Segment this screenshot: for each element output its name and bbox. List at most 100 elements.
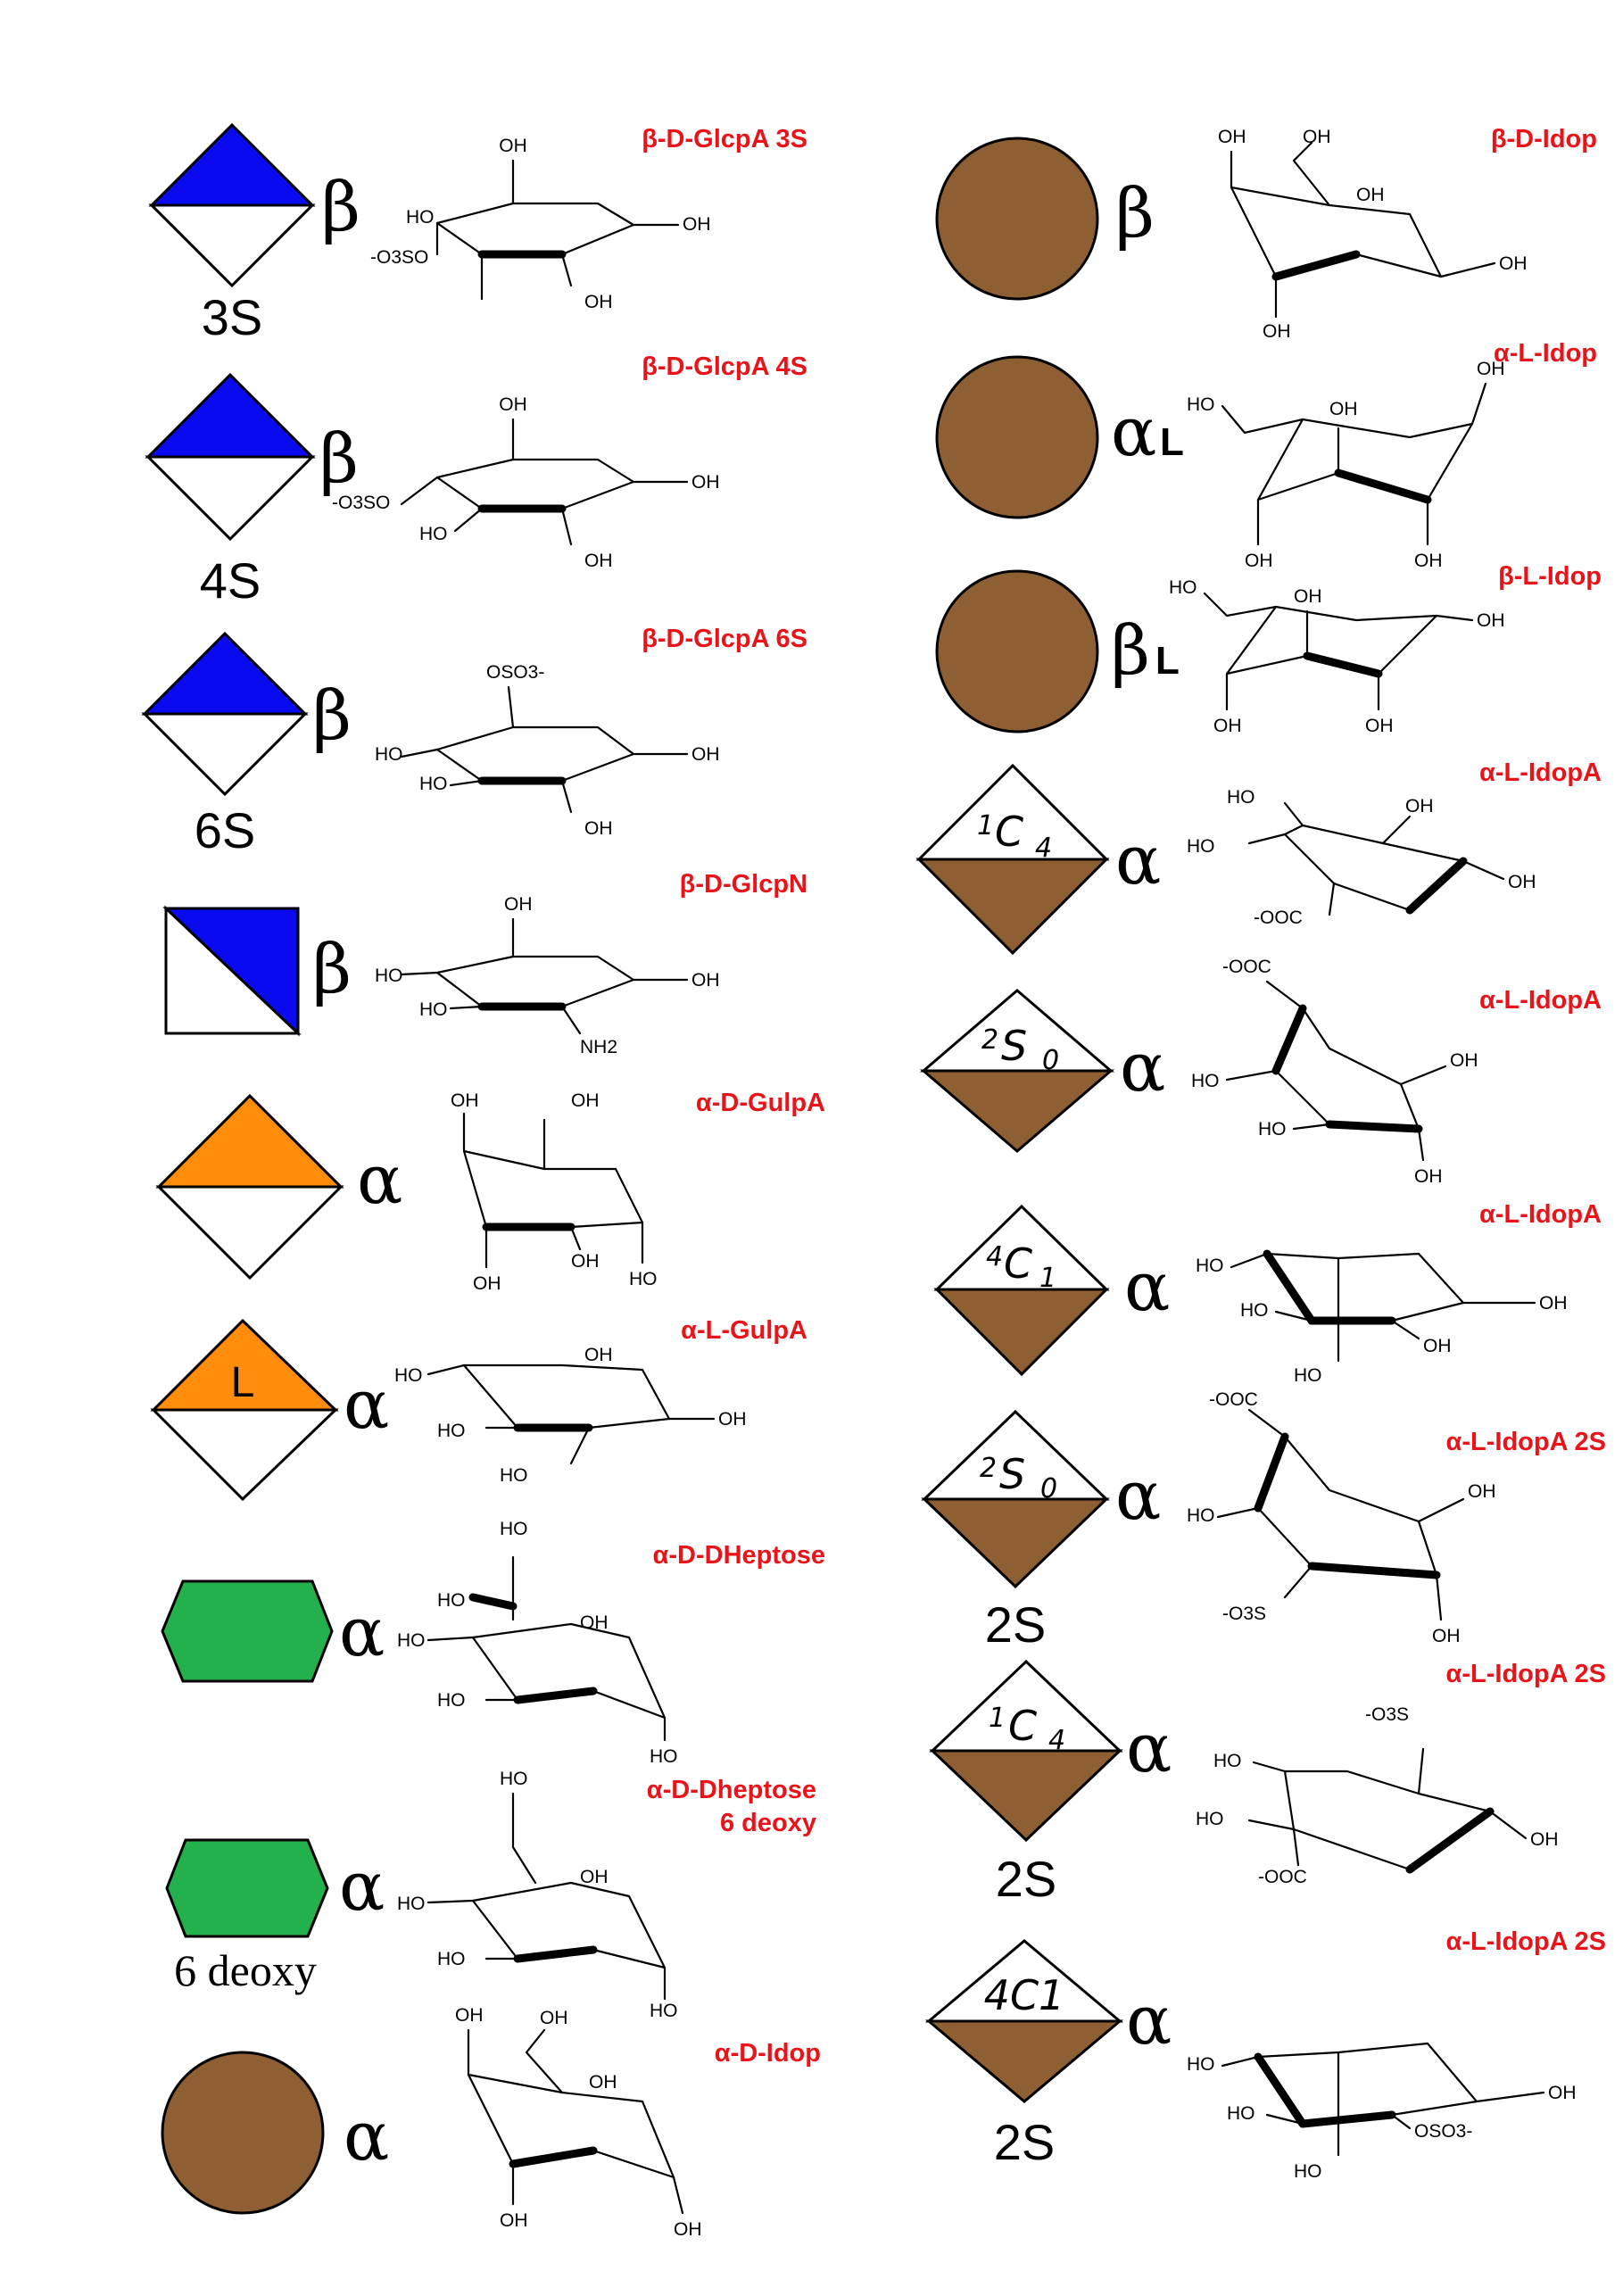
symbol-sublabel: 2S: [996, 1851, 1057, 1907]
conformation-superscript: 4: [986, 1241, 1003, 1272]
group-label: HO: [1240, 1300, 1269, 1321]
group-label: HO: [650, 1746, 678, 1767]
group-label: HO: [437, 1590, 466, 1611]
group-label: OH: [1432, 1626, 1461, 1646]
diamond-half-brown-symbol: 4C1: [924, 1939, 1124, 2103]
entry-title: β-D-GlcpA 6S: [642, 625, 807, 653]
group-label: OH: [540, 2008, 568, 2028]
conformation-superscript: 2: [980, 1453, 997, 1484]
conformation-superscript: 1: [989, 1703, 1006, 1734]
entry-title: α-L-IdopA 2S: [1446, 1660, 1606, 1688]
entry-idop-alpha-l: α-L-Idop α L HO OH OH OH OH: [935, 339, 1597, 571]
anomer-label: β: [321, 167, 360, 246]
anomer-label: β: [319, 419, 359, 498]
group-label: OH: [1303, 127, 1331, 147]
conformation-letter: C: [1004, 1239, 1032, 1288]
group-label: OH: [584, 551, 613, 571]
entry-title: β-D-Idop: [1491, 125, 1597, 153]
group-label: OH: [1329, 399, 1358, 419]
entry-idop-beta-l: β-L-Idop β L HO OH OH OH OH: [935, 562, 1602, 736]
entry-dheptose-6deoxy: α-D-Dheptose 6 deoxy α 6 deoxy HO OH HO …: [165, 1769, 816, 2021]
anomer-label: β: [1111, 610, 1150, 690]
anomer-label: α: [1115, 820, 1161, 899]
group-label: OH: [1218, 127, 1246, 147]
group-label: HO: [650, 2001, 678, 2021]
symbol-sublabel: 6S: [195, 802, 256, 858]
entry-glcpa-3s: β-D-GlcpA 3S β 3S OH HO -O3SO OH OH: [148, 122, 807, 345]
group-label: HO: [1294, 2161, 1322, 2182]
circle-brown-symbol: [935, 137, 1099, 301]
group-label: HO: [406, 207, 435, 228]
anomer-label: α: [339, 1592, 385, 1671]
group-label: OH: [674, 2219, 702, 2240]
entry-idop-beta-d: β-D-Idop β OH OH OH OH OH: [935, 125, 1597, 342]
group-label: OH: [1213, 716, 1242, 736]
chemical-structure: -O3S HO HO -OOC OH: [1196, 1704, 1559, 1887]
symbol-sublabel: 2S: [994, 2114, 1056, 2170]
entry-title: α-L-GulpA: [681, 1316, 807, 1345]
anomer-label: β: [312, 929, 352, 1008]
group-label: OH: [1477, 359, 1505, 379]
group-label: HO: [1187, 394, 1215, 415]
entry-title: α-L-IdopA: [1479, 986, 1602, 1015]
conformation-superscript: 2: [981, 1024, 998, 1056]
group-label: HO: [419, 524, 448, 544]
entry-title: α-L-IdopA 2S: [1446, 1428, 1606, 1456]
group-label: -OOC: [1222, 957, 1271, 977]
entry-title: α-L-Idop: [1494, 339, 1597, 368]
group-label: HO: [1187, 836, 1215, 857]
entry-title: α-L-IdopA: [1479, 758, 1602, 787]
group-label: OH: [1423, 1336, 1452, 1356]
diamond-half-blue-symbol: [145, 372, 316, 542]
diamond-half-orange-symbol: [155, 1093, 344, 1281]
group-label: OH: [1294, 586, 1322, 607]
diamond-half-brown-symbol: 2 S 0: [919, 989, 1115, 1153]
anomer-label: α: [1124, 1247, 1170, 1326]
chemical-structure: HO HO OH OH HO: [394, 1345, 747, 1486]
group-label: OH: [473, 1273, 501, 1294]
group-label: OH: [584, 1345, 613, 1365]
symbol-sublabel: 2S: [985, 1596, 1047, 1653]
group-label: NH2: [580, 1037, 617, 1057]
entry-title: β-D-GlcpA 4S: [642, 352, 807, 381]
conformation-letter: C: [995, 808, 1023, 856]
anomer-label: α: [344, 1364, 389, 1444]
group-label: HO: [437, 1421, 466, 1441]
chemical-structure: OH HO -O3SO OH OH: [370, 136, 711, 312]
group-label: OH: [451, 1090, 479, 1111]
chemical-structure: OH HO HO NH2 OH: [375, 894, 720, 1057]
group-label: OH: [500, 2210, 528, 2231]
anomer-sub-label: L: [1160, 420, 1184, 464]
group-label: OH: [1548, 2083, 1577, 2103]
chemical-structure: HO HO OH OSO3- HO: [1187, 2042, 1577, 2182]
group-label: OH: [1539, 1293, 1568, 1314]
conformation-label: 4C1: [984, 1971, 1065, 2019]
entry-title: α-D-Dheptose: [647, 1776, 816, 1804]
entry-title: α-D-GulpA: [696, 1089, 825, 1117]
group-label: -O3SO: [332, 493, 390, 513]
symbol-sublabel: 6 deoxy: [174, 1945, 317, 1995]
circle-brown-symbol: [935, 355, 1099, 519]
group-label: OH: [718, 1409, 747, 1430]
group-label: OH: [1499, 253, 1528, 274]
chemical-structure: OH OH OH OH OH: [1218, 127, 1528, 342]
chemical-structure: -OOC OH HO -O3S OH: [1187, 1389, 1496, 1646]
group-label: OH: [1468, 1481, 1496, 1502]
group-label: OH: [589, 2072, 617, 2093]
diamond-half-brown-symbol: 2 S 0: [921, 1409, 1110, 1589]
entry-glcpn: β-D-GlcpN β OH HO HO NH2 OH: [162, 870, 807, 1057]
anomer-label: α: [1111, 392, 1156, 471]
group-label: OH: [1245, 551, 1273, 571]
group-label: HO: [500, 1519, 528, 1539]
group-label: OH: [455, 2005, 484, 2026]
anomer-sub-label: L: [1155, 639, 1180, 683]
chemical-structure: HO HO OH HO HO HO: [397, 1519, 678, 1767]
diamond-half-orange-L-symbol: L: [150, 1318, 339, 1502]
group-label: HO: [500, 1465, 528, 1486]
entry-glcpa-4s: β-D-GlcpA 4S β 4S OH -O3SO HO OH OH: [145, 352, 807, 609]
chemical-structure: HO OH HO HO HO: [397, 1769, 678, 2021]
group-label: HO: [419, 999, 448, 1020]
anomer-label: α: [344, 2096, 389, 2176]
chemical-structure: HO OH HO -OOC OH: [1187, 787, 1536, 928]
